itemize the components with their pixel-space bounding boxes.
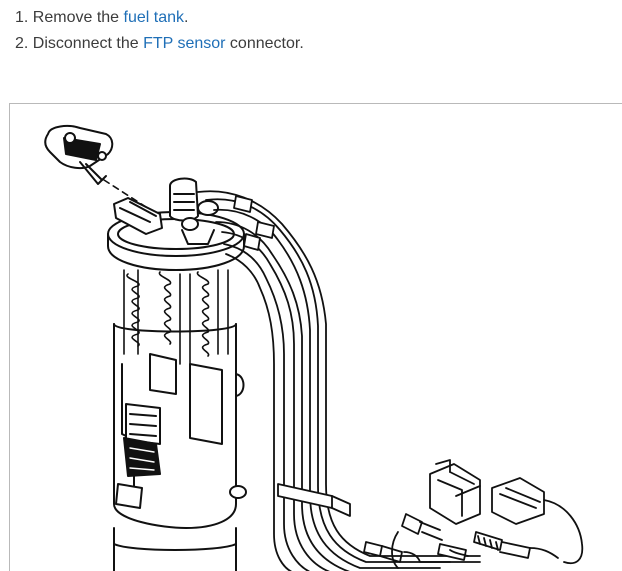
line-fittings-drawing (363, 459, 584, 569)
step-1: 1. Remove the fuel tank. (15, 8, 188, 28)
ftp-sensor-connector-drawing (44, 125, 114, 185)
module-cover-drawing (107, 177, 245, 271)
step-1-text-before: Remove the (32, 9, 124, 26)
ftp-sensor-link[interactable]: FTP sensor (143, 35, 226, 52)
fuel-tank-link[interactable]: fuel tank (123, 9, 184, 26)
module-springs-drawing (123, 269, 229, 365)
step-2-text-before: Disconnect the (32, 35, 144, 52)
fuel-pump-module-illustration (9, 103, 622, 571)
step-2-text-after: connector. (225, 35, 304, 52)
step-2-number: 2. (15, 35, 29, 52)
fuel-lines-drawing (197, 190, 481, 571)
step-1-text-after: . (184, 9, 189, 26)
step-1-number: 1. (15, 9, 29, 26)
step-2: 2. Disconnect the FTP sensor connector. (15, 34, 304, 54)
fuel-pump-line-drawing (44, 125, 584, 571)
fuel-reservoir-drawing (113, 323, 247, 571)
